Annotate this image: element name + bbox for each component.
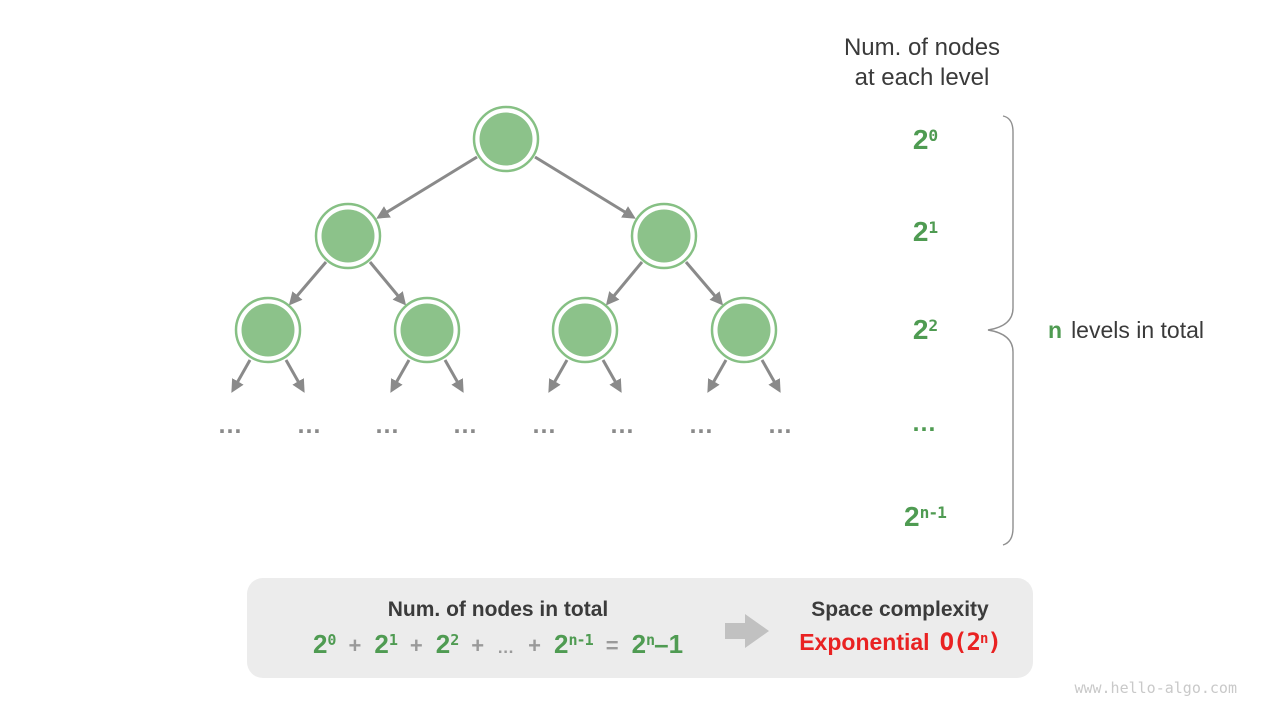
sum-term: 21 bbox=[374, 629, 398, 659]
column-header-line1: Num. of nodes bbox=[843, 34, 1001, 61]
level-count-ellipsis: … bbox=[911, 409, 939, 437]
edge-root-right bbox=[534, 155, 636, 219]
subtree-ellipsis: … bbox=[217, 411, 245, 439]
tree-node-root bbox=[472, 105, 540, 173]
summary-box: Num. of nodes in total 20 + 21 + 22 + … … bbox=[247, 578, 1033, 678]
plus-sign: + bbox=[409, 633, 423, 658]
subtree-ellipsis: … bbox=[452, 411, 480, 439]
total-nodes-title: Num. of nodes in total bbox=[387, 598, 609, 621]
plus-sign: + bbox=[471, 633, 485, 658]
tree-node bbox=[314, 202, 382, 270]
plus-sign: + bbox=[528, 633, 542, 658]
sum-term: 2n-1 bbox=[554, 629, 594, 659]
levels-total-text: levels in total bbox=[1071, 317, 1205, 343]
tree-node bbox=[630, 202, 698, 270]
sum-result: 2n–1 bbox=[631, 629, 684, 659]
level-count-n-1: 2n-1 bbox=[904, 501, 947, 532]
tree-edges bbox=[231, 155, 781, 393]
levels-total-n: n bbox=[1048, 317, 1063, 343]
tree-node bbox=[710, 296, 778, 364]
complexity-value: Exponential O(2n) bbox=[777, 628, 1023, 656]
sum-term: 20 bbox=[312, 629, 337, 659]
geometric-sum-formula: 20 + 21 + 22 + … + 2n-1 = 2n–1 bbox=[247, 629, 749, 660]
edge-l3b-right bbox=[443, 359, 464, 393]
edge-l3d-left bbox=[707, 359, 728, 393]
right-arrow-icon bbox=[725, 614, 769, 648]
space-complexity-section: Space complexity Exponential O(2n) bbox=[777, 578, 1023, 656]
tree-node bbox=[393, 296, 461, 364]
binary-tree-diagram bbox=[231, 105, 1014, 546]
subtree-ellipsis: … bbox=[767, 411, 795, 439]
subtree-ellipsis: … bbox=[531, 411, 559, 439]
level-count-2: 22 bbox=[912, 314, 938, 345]
edge-l2b-left bbox=[605, 261, 644, 306]
edge-l3c-left bbox=[548, 359, 569, 393]
subtree-ellipsis: … bbox=[296, 411, 324, 439]
levels-total-label: n levels in total bbox=[1048, 317, 1204, 344]
equals-sign: = bbox=[605, 633, 619, 658]
big-o-notation: O(2n) bbox=[939, 628, 1002, 656]
edge-root-left bbox=[376, 155, 478, 219]
edge-l2b-right bbox=[684, 261, 724, 306]
edge-l3a-left bbox=[231, 359, 252, 393]
edge-l2a-left bbox=[288, 261, 328, 306]
level-count-1: 21 bbox=[912, 216, 938, 247]
plus-sign: + bbox=[348, 633, 362, 658]
total-nodes-section: Num. of nodes in total 20 + 21 + 22 + … … bbox=[247, 578, 749, 660]
column-header: Num. of nodes at each level bbox=[790, 33, 1054, 93]
ellipsis-sign: … bbox=[497, 638, 516, 657]
levels-brace bbox=[987, 115, 1014, 546]
subtree-ellipsis: … bbox=[688, 411, 716, 439]
tree-node bbox=[551, 296, 619, 364]
edge-l3c-right bbox=[601, 359, 622, 393]
edge-l3b-left bbox=[390, 359, 411, 393]
edge-l3d-right bbox=[760, 359, 781, 393]
watermark: www.hello-algo.com bbox=[1074, 679, 1237, 697]
subtree-ellipsis: … bbox=[609, 411, 637, 439]
edge-l3a-right bbox=[284, 359, 305, 393]
tree-node bbox=[234, 296, 302, 364]
edge-l2a-right bbox=[368, 261, 407, 306]
level-count-0: 20 bbox=[912, 124, 938, 155]
sum-term: 22 bbox=[435, 629, 460, 659]
column-header-line2: at each level bbox=[854, 64, 990, 91]
subtree-ellipsis: … bbox=[374, 411, 402, 439]
complexity-word: Exponential bbox=[799, 629, 930, 655]
space-complexity-title: Space complexity bbox=[811, 598, 989, 621]
